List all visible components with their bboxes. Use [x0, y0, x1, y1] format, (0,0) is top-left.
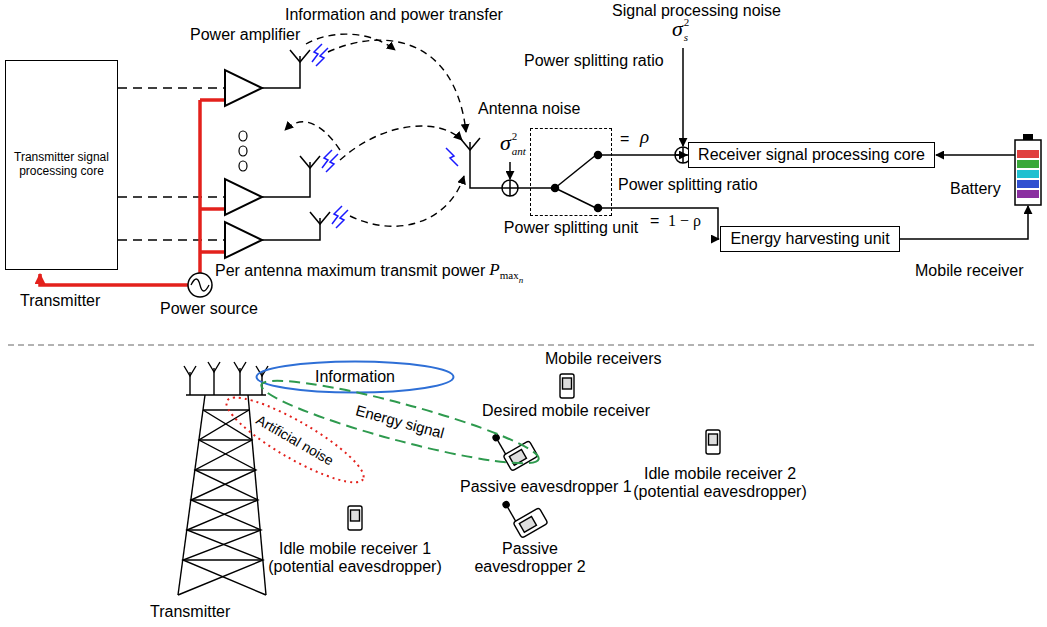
node-text: Artificial noise	[254, 411, 337, 468]
amplifier-symbol	[225, 70, 262, 258]
part-label: Idle mobile receiver 1 (potential eavesd…	[265, 540, 445, 577]
control-line	[118, 88, 225, 240]
annotation-label: Power splitting ratio	[524, 52, 664, 70]
symbol-label: σ	[500, 130, 511, 155]
node-text: Information	[315, 368, 395, 386]
symbol-label: 1 − ρ	[668, 212, 701, 230]
superscript: 2	[512, 130, 518, 143]
process-box: Transmitter signal processing core	[5, 60, 118, 270]
beam-ellipse: Energy signal	[255, 365, 545, 479]
subscript: max	[500, 269, 519, 282]
part-label: Power source	[160, 300, 258, 318]
part-label: Passive eavesdropper 2	[465, 540, 595, 577]
subscript: ant	[512, 145, 526, 158]
annotation-label: Information and power transfer	[285, 6, 503, 24]
subscript: n	[519, 275, 524, 285]
part-label: Idle mobile receiver 2 (potential eavesd…	[630, 465, 810, 502]
power-source-symbol	[188, 273, 212, 297]
splitter-switch	[552, 152, 613, 212]
part-label: Passive eavesdropper 1	[460, 478, 632, 496]
ellipsis-dots	[239, 131, 247, 171]
annotation-label: Antenna noise	[478, 100, 580, 118]
beam-ellipse: Artificial noise	[216, 383, 375, 498]
node-text: Energy signal	[354, 402, 446, 442]
node-text: Energy harvesting unit	[730, 230, 889, 248]
process-box: Energy harvesting unit	[720, 226, 900, 252]
splitter-box: Power splitting unit	[530, 128, 612, 216]
part-label: Mobile receivers	[545, 350, 661, 368]
symbol-label: ρ	[640, 126, 649, 148]
part-label: Battery	[950, 180, 1001, 198]
subscript: s	[684, 31, 688, 44]
annotation-label: Power amplifier	[190, 26, 300, 44]
node-text: Transmitter signal processing core	[6, 151, 117, 179]
part-label: Mobile receiver	[915, 262, 1023, 280]
symbol-label: σ	[672, 16, 683, 41]
antenna-symbol	[262, 50, 330, 240]
node-text: Power splitting unit	[504, 219, 638, 237]
radiation-zigzag	[312, 44, 458, 228]
part-label: Desired mobile receiver	[482, 402, 650, 420]
node-text: Receiver signal processing core	[698, 146, 925, 164]
annotation-label: Per antenna maximum transmit power	[215, 262, 485, 280]
symbol-label: P	[489, 260, 499, 280]
part-label: Transmitter	[150, 603, 230, 621]
annotation-label: Power splitting ratio	[618, 176, 758, 194]
part-label: Transmitter	[20, 292, 100, 310]
separator-line	[8, 345, 1038, 346]
process-box: Receiver signal processing core	[688, 142, 935, 168]
transfer-arc	[285, 34, 466, 226]
symbol-label: =	[620, 130, 629, 148]
superscript: 2	[684, 16, 690, 29]
annotation-label: Signal processing noise	[612, 2, 781, 20]
symbol-label: =	[650, 212, 659, 230]
beam-ellipse: Information	[255, 360, 455, 394]
tower-symbol	[178, 362, 268, 595]
signal-connector	[612, 154, 687, 156]
battery-symbol	[1015, 134, 1041, 205]
